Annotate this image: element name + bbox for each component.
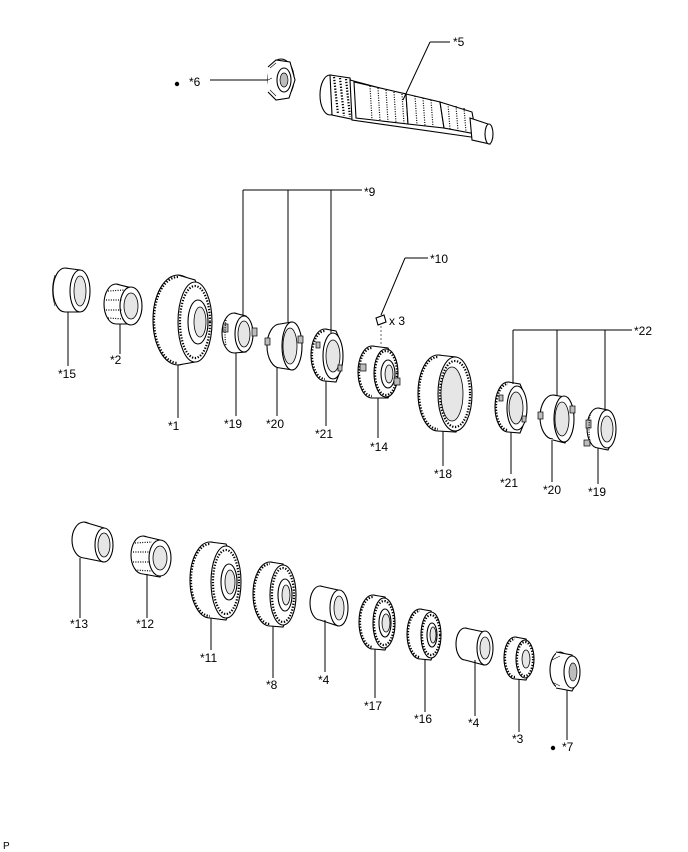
- label-14: *14: [370, 440, 388, 454]
- quantity-label: x 3: [389, 314, 405, 328]
- bushing-13: [71, 521, 114, 563]
- label-17: *17: [364, 699, 382, 713]
- gear-8: [252, 561, 297, 628]
- bushing-15: [52, 267, 91, 313]
- label-20-left: *20: [266, 417, 284, 431]
- input-shaft-5: [319, 74, 494, 145]
- label-4-right: *4: [468, 716, 480, 730]
- bullet-mark-7: [550, 745, 556, 751]
- label-13: *13: [70, 617, 88, 631]
- label-10: *10: [430, 252, 448, 266]
- hub-sleeve-18: [417, 354, 473, 433]
- label-21-left: *21: [315, 427, 333, 441]
- label-15: *15: [58, 367, 76, 381]
- label-6: *6: [189, 75, 201, 89]
- bullet-mark-6: [174, 81, 180, 87]
- needle-bearing-2: [103, 283, 143, 326]
- label-9: *9: [364, 185, 376, 199]
- label-22: *22: [634, 324, 652, 338]
- bearing-7: [549, 651, 581, 692]
- gear-1: [152, 274, 213, 366]
- bearing-6: [267, 58, 296, 101]
- label-20-right: *20: [543, 483, 561, 497]
- bushing-4-left: [309, 585, 349, 627]
- bushing-4-right: [455, 627, 494, 666]
- leader-lines: [67, 41, 632, 740]
- synchronizer-ring-21-right: [494, 381, 528, 434]
- synchronizer-ring-21-left: [310, 328, 344, 383]
- synchronizer-ring-19-left: [221, 312, 258, 354]
- label-5: *5: [453, 35, 465, 49]
- label-19-left: *19: [224, 417, 242, 431]
- label-4-left: *4: [318, 673, 330, 687]
- label-7: *7: [562, 740, 574, 754]
- gear-16: [406, 608, 442, 661]
- shifting-key-10: [375, 314, 387, 345]
- label-16: *16: [414, 712, 432, 726]
- corner-mark: P: [3, 841, 10, 852]
- cone-20-right: [537, 394, 576, 444]
- clutch-hub-14: [357, 345, 401, 399]
- label-11: *11: [200, 651, 217, 665]
- label-21-right: *21: [500, 476, 518, 490]
- label-8: *8: [266, 678, 278, 692]
- label-1: *1: [168, 419, 180, 433]
- gear-17: [358, 594, 396, 651]
- gear-3: [503, 636, 535, 681]
- needle-bearing-12: [130, 535, 172, 578]
- label-2: *2: [110, 353, 122, 367]
- label-12: *12: [136, 617, 154, 631]
- gear-11: [189, 541, 242, 621]
- label-18: *18: [434, 467, 452, 481]
- cone-20-left: [264, 321, 304, 371]
- label-19-right: *19: [588, 485, 606, 499]
- label-3: *3: [512, 732, 524, 746]
- synchronizer-ring-19-right: [583, 407, 617, 451]
